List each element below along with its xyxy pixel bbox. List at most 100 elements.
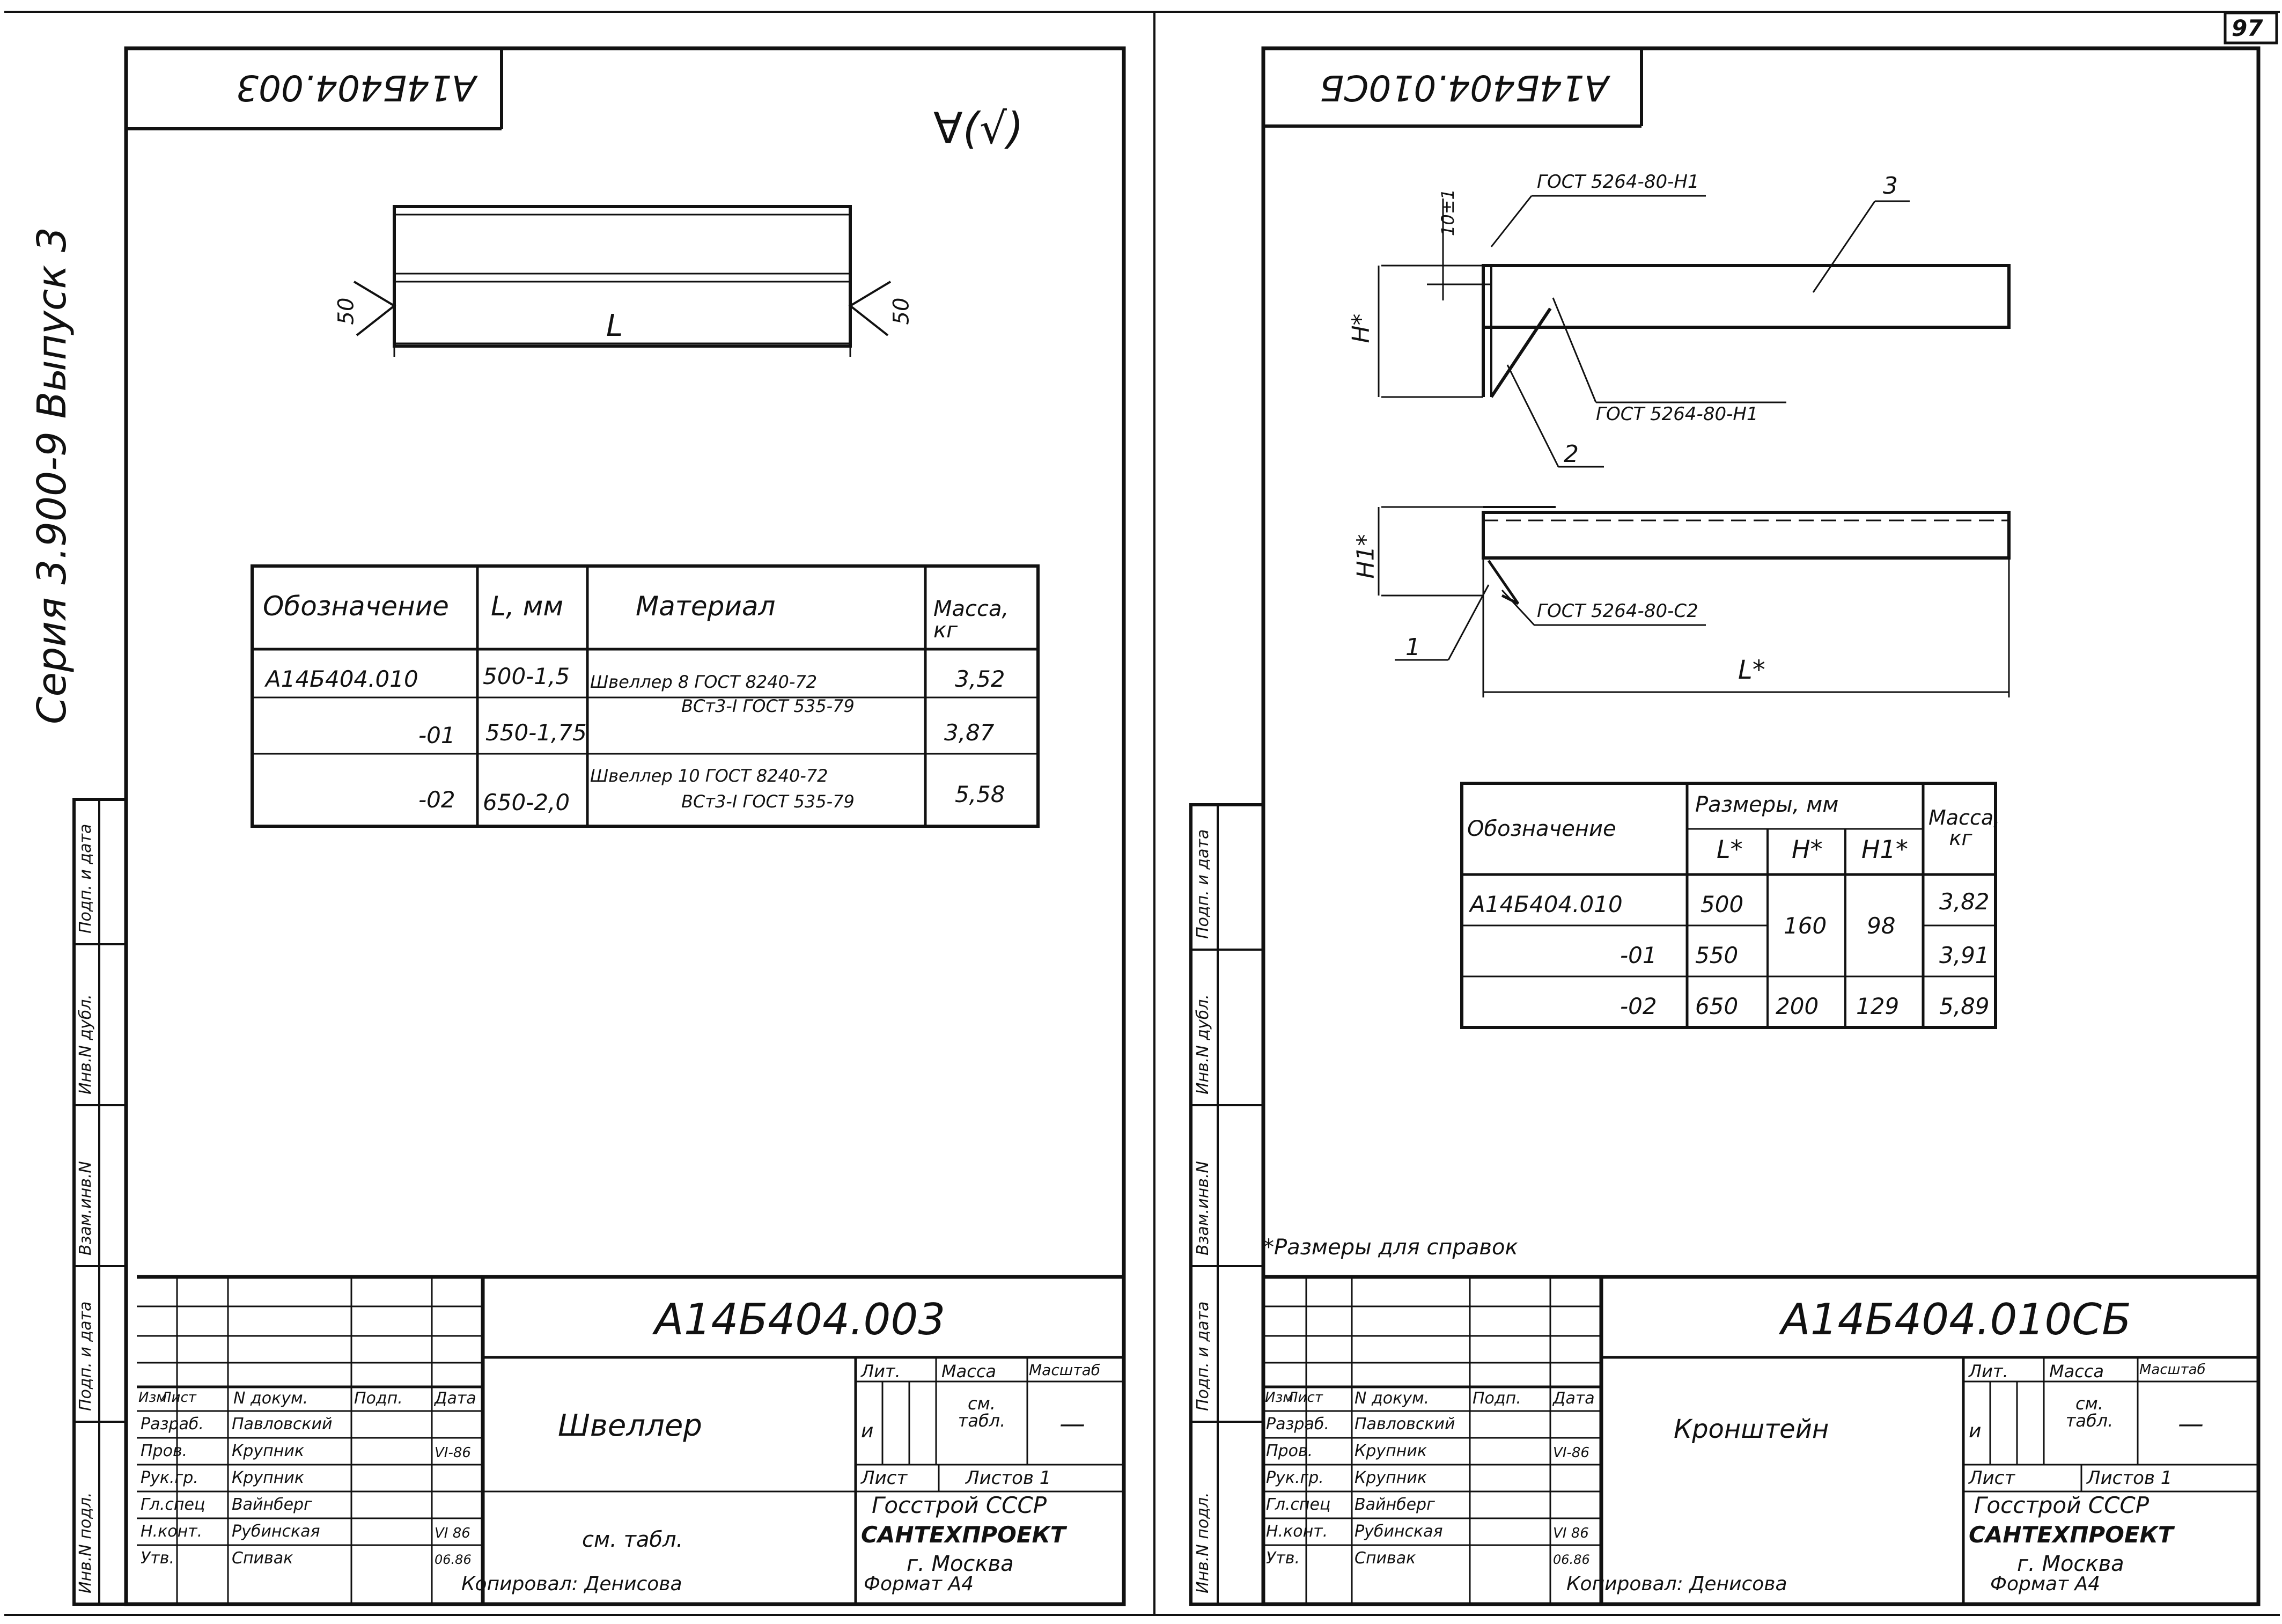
tb-role: Разраб. bbox=[141, 1415, 204, 1434]
row-mass: 3,52 bbox=[955, 666, 1005, 692]
org-line: Госстрой СССР bbox=[872, 1492, 1047, 1518]
left-stamp-code: А14Б404.003 bbox=[236, 67, 476, 108]
row-H1: 129 bbox=[1856, 993, 1900, 1019]
sheets-label: Листов 1 bbox=[966, 1467, 1051, 1489]
sheet-label: Лист bbox=[1969, 1467, 2015, 1489]
weld-size-right: 50 bbox=[889, 297, 914, 325]
scale-value: — bbox=[2178, 1409, 2204, 1439]
tb-role: Пров. bbox=[141, 1442, 188, 1460]
org-line: г. Москва bbox=[2017, 1552, 2124, 1576]
weld-size-left: 50 bbox=[334, 297, 359, 325]
org-line: САНТЕХПРОЕКТ bbox=[1969, 1522, 2174, 1548]
row-H: 160 bbox=[1784, 913, 1827, 939]
binding-field: Взам.инв.N bbox=[76, 1161, 95, 1255]
mass-value: см. табл. bbox=[958, 1393, 1006, 1431]
designation: А14Б404.010СБ bbox=[1781, 1295, 2131, 1344]
tb-col: Изм bbox=[1265, 1390, 1293, 1406]
sheets-label: Листов 1 bbox=[2087, 1467, 2173, 1489]
row-mass: 3,87 bbox=[944, 719, 995, 746]
row-code: А14Б404.010 bbox=[1470, 891, 1623, 917]
tb-name: Рубинская bbox=[1355, 1522, 1443, 1541]
tb-role: Рук.гр. bbox=[141, 1468, 198, 1487]
part-name: Кронштейн bbox=[1674, 1414, 1829, 1444]
col-header: Обозначение bbox=[263, 591, 449, 622]
lit-value: и bbox=[1969, 1420, 1982, 1442]
sheet-label: Лист bbox=[861, 1467, 908, 1489]
tb-date: VI 86 bbox=[435, 1525, 470, 1541]
tb-name: Павловский bbox=[232, 1415, 333, 1434]
tb-name: Вайнберг bbox=[1355, 1495, 1435, 1514]
row-H: 200 bbox=[1776, 993, 1819, 1019]
tb-col: Дата bbox=[435, 1389, 476, 1408]
row-material: Швеллер 8 ГОСТ 8240-72 bbox=[590, 672, 818, 692]
position-1: 1 bbox=[1405, 634, 1420, 661]
copied-by: Копировал: Денисова bbox=[461, 1573, 682, 1595]
row-code: -02 bbox=[1620, 993, 1657, 1019]
row-L: 500 bbox=[1701, 891, 1744, 917]
tb-col: Дата bbox=[1553, 1389, 1595, 1408]
tb-col: Подп. bbox=[354, 1389, 403, 1408]
row-material: Швеллер 10 ГОСТ 8240-72 bbox=[590, 766, 828, 786]
tb-role: Рук.гр. bbox=[1266, 1468, 1324, 1487]
binding-field: Подп. и дата bbox=[76, 1301, 95, 1411]
tb-col: Лист bbox=[161, 1390, 196, 1406]
tb-role: Разраб. bbox=[1266, 1415, 1329, 1434]
dim-H1: H1* bbox=[1352, 534, 1380, 579]
binding-field: Взам.инв.N bbox=[1194, 1161, 1212, 1255]
col-header: H* bbox=[1792, 835, 1823, 864]
row-L: 550-1,75 bbox=[485, 719, 587, 746]
binding-field: Инв.N дубл. bbox=[76, 994, 95, 1094]
tb-col: Изм bbox=[138, 1390, 167, 1406]
row-mass: 3,82 bbox=[1939, 888, 1990, 915]
binding-field: Инв.N подл. bbox=[1194, 1492, 1212, 1593]
tb-name: Спивак bbox=[232, 1549, 293, 1568]
tb-name: Рубинская bbox=[232, 1522, 320, 1541]
weld-callout: ГОСТ 5264-80-Н1 bbox=[1596, 403, 1758, 425]
tb-date: 06.86 bbox=[435, 1552, 472, 1567]
row-mass: 5,58 bbox=[955, 781, 1005, 807]
position-2: 2 bbox=[1564, 440, 1579, 468]
format: Формат А4 bbox=[864, 1573, 974, 1595]
binding-field: Подп. и дата bbox=[1194, 1301, 1212, 1411]
dim-H: H* bbox=[1347, 313, 1375, 343]
tb-role: Гл.спец bbox=[141, 1495, 205, 1514]
lit-value: и bbox=[861, 1420, 874, 1442]
dim-L: L* bbox=[1738, 655, 1765, 685]
row-L: 550 bbox=[1695, 942, 1739, 968]
tb-role: Утв. bbox=[1266, 1549, 1300, 1568]
weld-callout: ГОСТ 5264-80-Н1 bbox=[1537, 171, 1699, 193]
tb-date: VI-86 bbox=[1553, 1445, 1589, 1461]
tb-col: Лист bbox=[1287, 1390, 1323, 1406]
designation: А14Б404.003 bbox=[654, 1295, 946, 1344]
series-label: Серия 3.900-9 Выпуск 3 bbox=[29, 227, 75, 724]
row-mass: 3,91 bbox=[1939, 942, 1990, 968]
weld-callout: ГОСТ 5264-80-С2 bbox=[1537, 600, 1698, 622]
row-L: 500-1,5 bbox=[483, 663, 570, 689]
right-stamp-code: А14Б404.010СБ bbox=[1320, 67, 1609, 108]
tb-col: Подп. bbox=[1473, 1389, 1521, 1408]
col-header: Материал bbox=[636, 591, 776, 622]
lit-label: Лит. bbox=[861, 1361, 901, 1381]
tb-name: Спивак bbox=[1355, 1549, 1416, 1568]
col-header: Размеры, мм bbox=[1695, 792, 1839, 817]
mass-label: Масса bbox=[941, 1361, 997, 1381]
col-header: Обозначение bbox=[1467, 817, 1616, 841]
col-header: Масса, кг bbox=[1928, 806, 2000, 850]
tb-date: VI-86 bbox=[435, 1445, 471, 1461]
tb-col: N докум. bbox=[233, 1389, 308, 1408]
tb-name: Павловский bbox=[1355, 1415, 1455, 1434]
col-header: L* bbox=[1717, 835, 1743, 864]
row-code: -01 bbox=[1620, 942, 1657, 968]
binding-field: Инв.N подл. bbox=[76, 1492, 95, 1593]
scale-label: Масштаб bbox=[2139, 1362, 2206, 1378]
scale-label: Масштаб bbox=[1029, 1361, 1101, 1379]
tb-role: Пров. bbox=[1266, 1442, 1313, 1460]
tb-name: Крупник bbox=[1355, 1442, 1427, 1460]
roughness-mark: ∀(√) bbox=[933, 104, 1024, 153]
format: Формат А4 bbox=[1990, 1573, 2101, 1595]
mass-label: Масса bbox=[2049, 1361, 2104, 1381]
tb-date: 06.86 bbox=[1553, 1552, 1590, 1567]
row-L: 650 bbox=[1695, 993, 1739, 1019]
